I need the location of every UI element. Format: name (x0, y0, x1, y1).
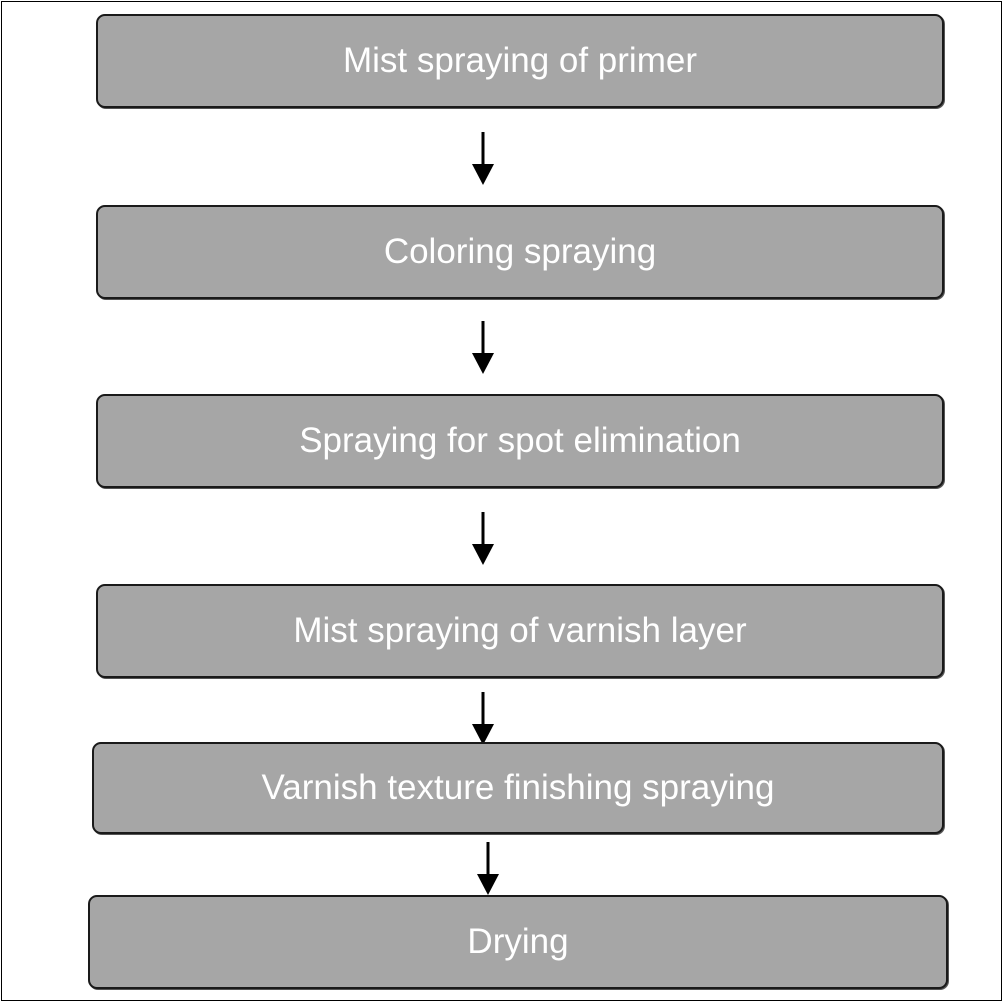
step-drying: Drying (88, 895, 948, 989)
arrow-down-icon (472, 512, 494, 565)
step-mist-spraying-primer: Mist spraying of primer (96, 14, 944, 108)
step-varnish-texture-finishing: Varnish texture finishing spraying (92, 742, 944, 834)
step-label: Mist spraying of varnish layer (293, 611, 747, 650)
step-label: Spraying for spot elimination (299, 421, 741, 460)
step-coloring-spraying: Coloring spraying (96, 205, 944, 299)
arrow-down-icon (472, 132, 494, 185)
step-label: Drying (467, 922, 569, 961)
step-label: Varnish texture finishing spraying (261, 768, 775, 807)
arrow-down-icon (472, 321, 494, 374)
step-mist-spraying-varnish: Mist spraying of varnish layer (96, 584, 944, 678)
step-label: Coloring spraying (383, 232, 657, 271)
arrow-down-icon (477, 842, 499, 895)
step-label: Mist spraying of primer (343, 41, 697, 80)
arrow-down-icon (472, 692, 494, 745)
step-spot-elimination: Spraying for spot elimination (96, 394, 944, 488)
